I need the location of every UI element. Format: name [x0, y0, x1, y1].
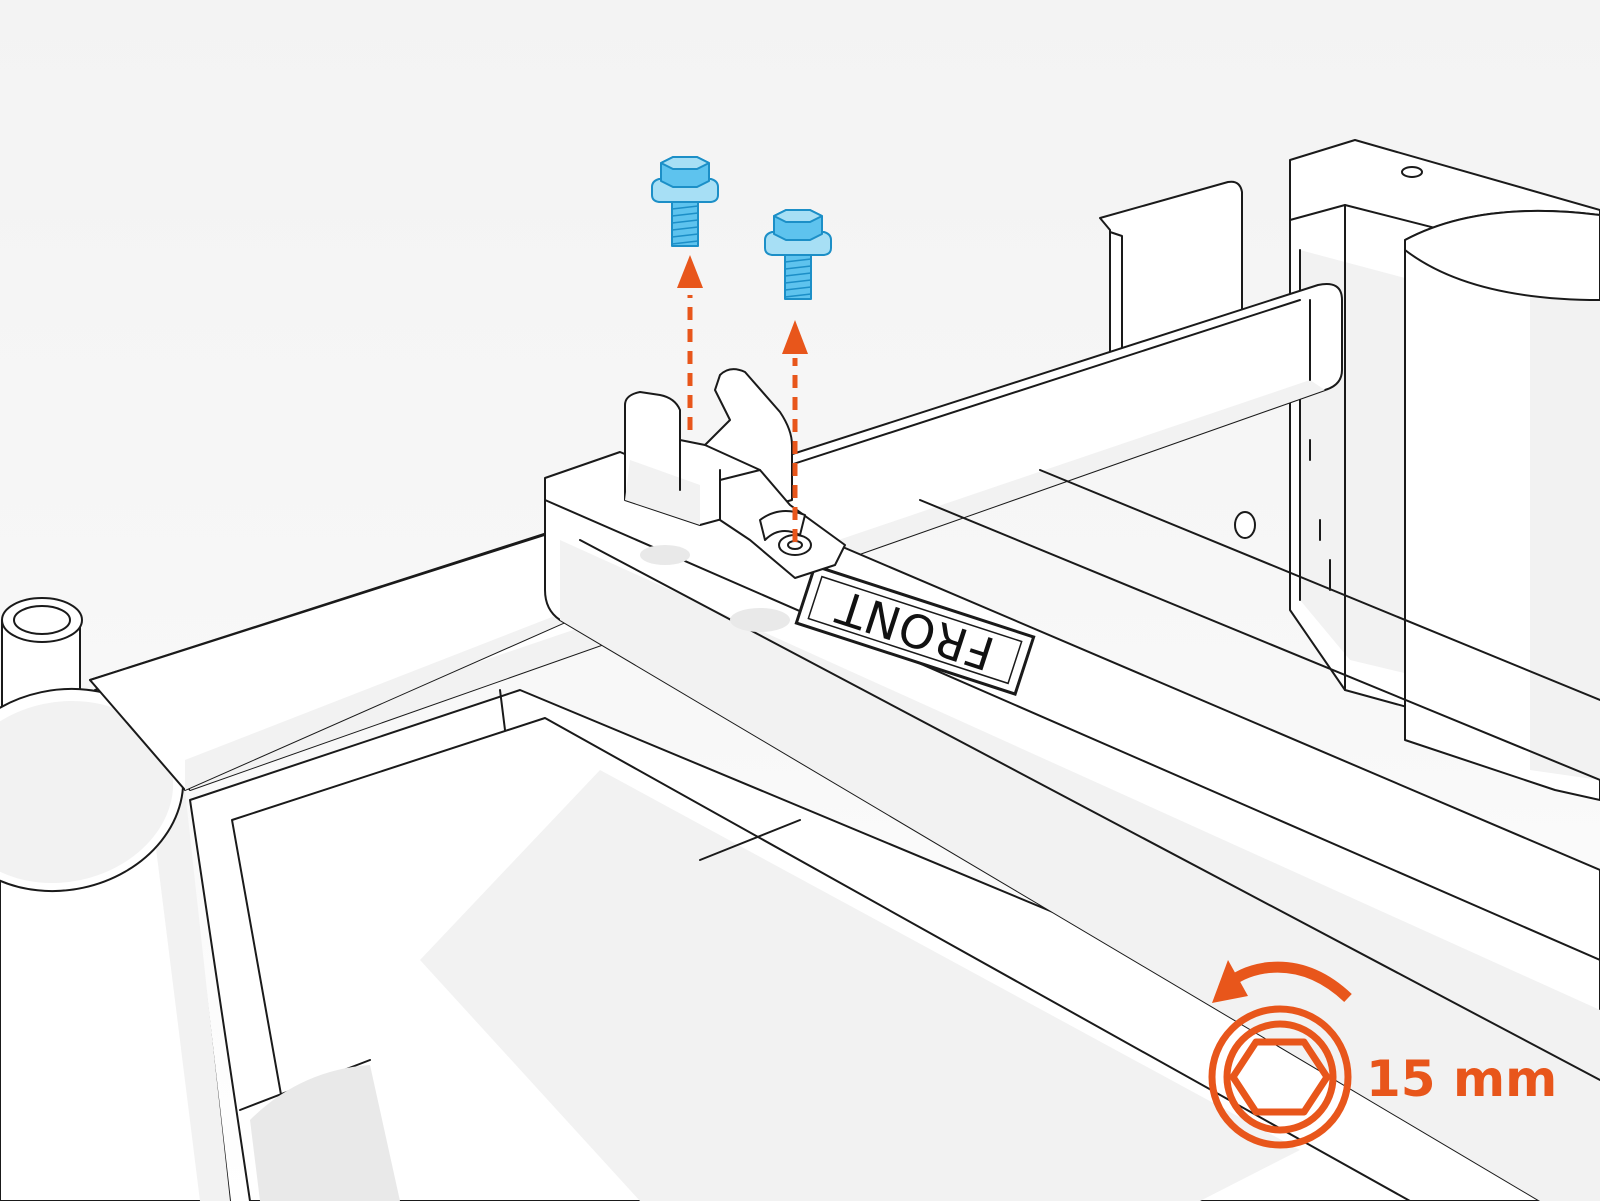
tool-indicator: 15 mm	[1208, 960, 1557, 1149]
socket-outer-ring	[1208, 1005, 1352, 1149]
flange-bolt-right	[764, 209, 832, 300]
socket-inner-ring	[1223, 1020, 1337, 1134]
flange-bolt-left	[651, 156, 719, 247]
arrow-up-icon	[677, 255, 703, 288]
mounting-bracket	[624, 368, 846, 579]
removal-arrows	[677, 255, 808, 542]
arrow-up-icon	[782, 320, 808, 354]
tool-size-label: 15 mm	[1366, 1050, 1557, 1108]
rotation-arrowhead	[1212, 960, 1248, 1003]
center-beam	[544, 451, 1600, 1201]
hex-socket-icon	[1229, 1038, 1331, 1116]
tray-platform	[189, 689, 1600, 1201]
lower-left-structure	[0, 597, 231, 1201]
